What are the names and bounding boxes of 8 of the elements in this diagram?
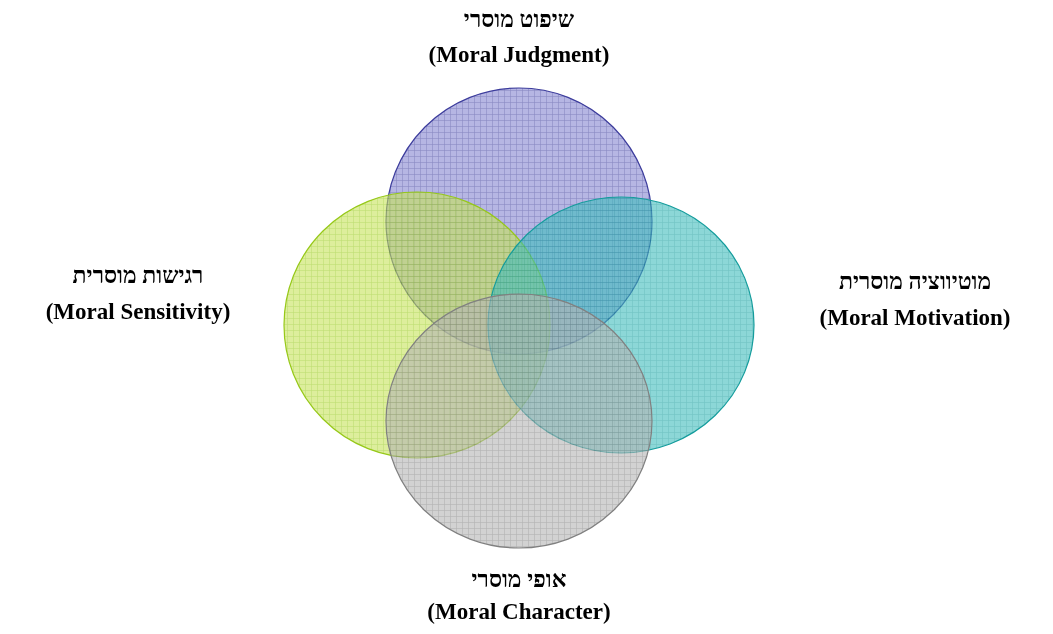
circle-title: שיפוט מוסרי — [463, 8, 575, 31]
circle-subtitle: (Moral Motivation) — [819, 306, 1011, 329]
circle-subtitle: (Moral Character) — [427, 600, 611, 623]
circle-subtitle: (Moral Sensitivity) — [45, 300, 231, 323]
circle-title: מוטיווציה מוסרית — [838, 270, 992, 293]
circle-title: אופי מוסרי — [471, 568, 567, 591]
circle-subtitle: (Moral Judgment) — [428, 43, 610, 66]
circle-title: רגישות מוסרית — [72, 264, 204, 287]
